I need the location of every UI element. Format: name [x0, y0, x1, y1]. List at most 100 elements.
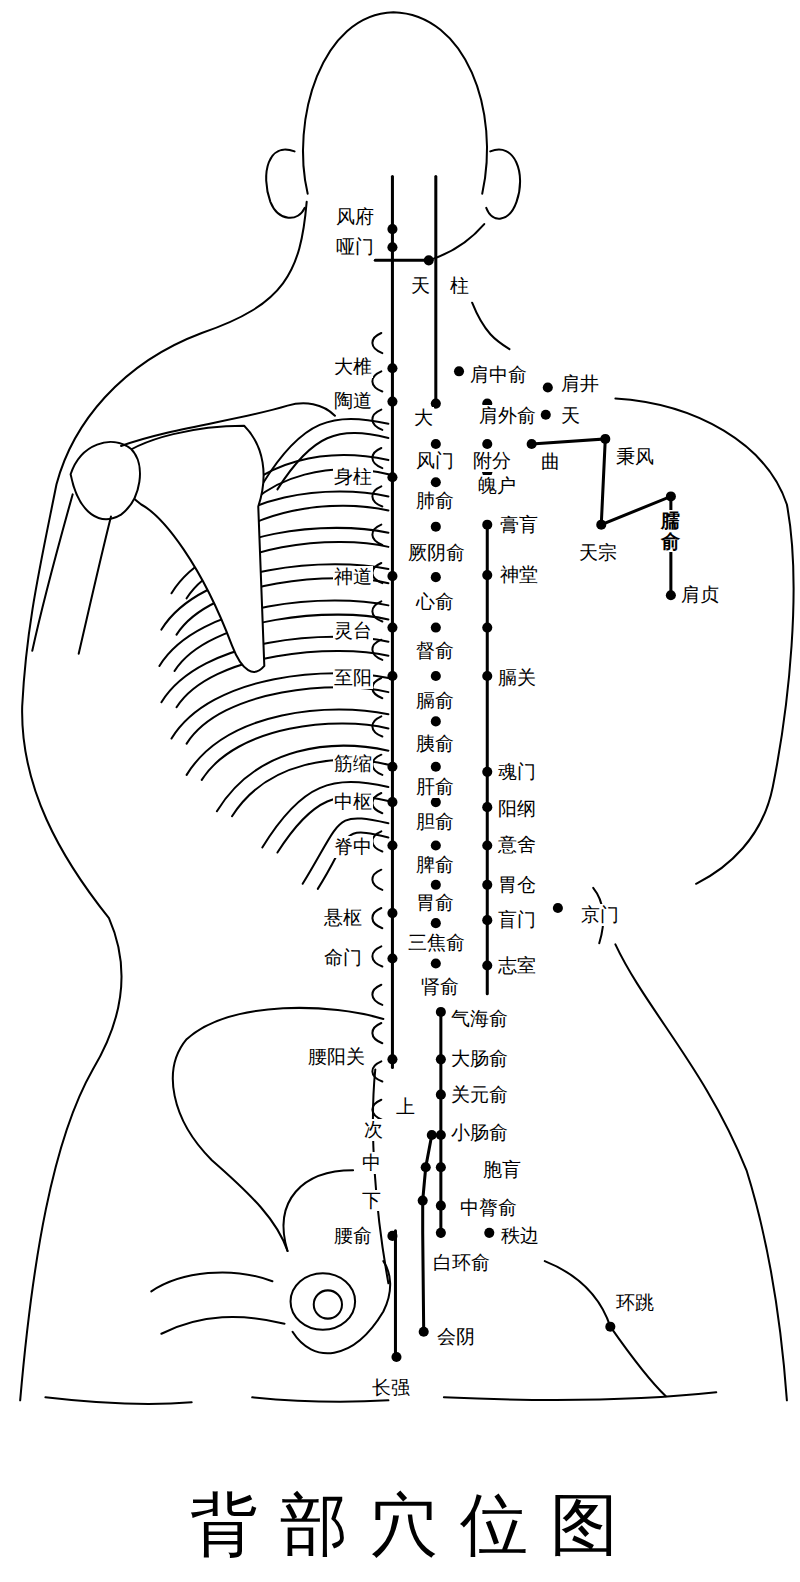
point-label: 悬枢 — [323, 907, 363, 929]
femur — [161, 1317, 284, 1334]
rib — [161, 637, 388, 707]
acupoint-dot — [436, 1162, 446, 1172]
buttock-line — [545, 1261, 666, 1396]
acupoint-dot — [387, 242, 397, 252]
vertebra-mark — [372, 1061, 382, 1081]
acupoint-dot — [436, 1130, 446, 1140]
pelvis — [173, 1008, 383, 1251]
acupoint-dot — [387, 472, 397, 482]
caption: 背部穴位图 — [190, 1488, 640, 1563]
head-outline — [303, 12, 487, 194]
acupoint-dot — [431, 623, 441, 633]
acupoint-dot — [418, 1196, 428, 1206]
acupoint-dot — [431, 918, 441, 928]
body-outline — [20, 202, 307, 1400]
point-label: 魄户 — [477, 475, 517, 497]
point-label: 臑俞 — [660, 510, 681, 552]
vertebra-mark — [372, 908, 382, 928]
point-label: 秩边 — [500, 1225, 540, 1247]
meridian-line — [394, 1231, 397, 1357]
acupoint-dot — [436, 1201, 446, 1211]
acupoint-dot — [387, 571, 397, 581]
point-label: 腰俞 — [333, 1225, 373, 1247]
acupoint-dot — [482, 840, 492, 850]
point-label: 肺俞 — [415, 490, 455, 512]
point-label: 胰俞 — [415, 733, 455, 755]
point-label: 肩中俞 — [469, 364, 528, 386]
point-label: 肝俞 — [415, 776, 455, 798]
meridian-line — [375, 259, 428, 262]
point-label: 膏肓 — [499, 514, 539, 536]
body-outline — [615, 944, 787, 1400]
point-label: 上 — [395, 1096, 416, 1118]
point-label: 曲 — [540, 451, 561, 473]
point-label: 膈关 — [497, 667, 537, 689]
meridian-line — [391, 177, 394, 1068]
point-label: 中枢 — [333, 791, 373, 813]
point-label: 肩外俞 — [478, 405, 537, 427]
acupoint-dot — [482, 767, 492, 777]
point-label: 盲门 — [497, 909, 537, 931]
acupoint-dot — [431, 840, 441, 850]
acupoints — [387, 224, 676, 1362]
vertebra-mark — [372, 1023, 382, 1043]
vertebra-mark — [372, 640, 382, 660]
acupoint-dot — [387, 840, 397, 850]
acupoint-dot — [387, 363, 397, 373]
point-label: 腰阳关 — [307, 1046, 366, 1068]
vertebra-mark — [372, 870, 382, 890]
point-label: 关元俞 — [450, 1084, 509, 1106]
femur — [151, 1272, 272, 1291]
point-label: 厥阴俞 — [407, 542, 466, 564]
acupoint-dot — [431, 671, 441, 681]
point-label: 白环俞 — [432, 1252, 491, 1274]
point-label: 意舍 — [497, 834, 537, 856]
acupoint-dot — [553, 903, 563, 913]
acupoint-dot — [387, 1231, 397, 1241]
acupoint-dot — [482, 915, 492, 925]
point-label: 脊中 — [333, 836, 373, 858]
vertebrae — [372, 333, 382, 1120]
vertebra-mark — [372, 1100, 382, 1120]
point-label: 天 — [560, 405, 581, 427]
acromion — [121, 403, 335, 446]
point-label: 肩贞 — [680, 584, 720, 606]
vertebra-mark — [372, 563, 382, 583]
acupoint-dot — [431, 797, 441, 807]
pelvis — [293, 1261, 391, 1353]
vertebra-mark — [372, 601, 382, 621]
point-label: 环跳 — [615, 1292, 655, 1314]
acupoint-dot — [436, 1054, 446, 1064]
point-label: 阳纲 — [497, 798, 537, 820]
point-label: 至阳 — [333, 667, 373, 689]
point-label: 膈俞 — [415, 690, 455, 712]
point-label: 命门 — [323, 947, 363, 969]
meridian-line — [532, 439, 671, 595]
vertebra-mark — [372, 831, 382, 851]
acupoint-dot — [436, 1228, 446, 1238]
shoulder-joint — [71, 442, 140, 519]
acupoint-dot — [482, 880, 492, 890]
point-label: 胆俞 — [415, 811, 455, 833]
acupoint-dot — [596, 520, 606, 530]
point-label: 哑门 — [335, 236, 375, 258]
point-label: 神道 — [333, 566, 373, 588]
neck-outline — [472, 303, 509, 349]
acupoint-dot — [431, 716, 441, 726]
acupoint-dot — [387, 623, 397, 633]
point-label: 胃俞 — [415, 892, 455, 914]
point-label: 三焦俞 — [407, 932, 466, 954]
acupoint-dot — [482, 439, 492, 449]
vertebra-mark — [372, 525, 382, 545]
acupoint-dot — [482, 671, 492, 681]
acetabulum — [314, 1290, 342, 1318]
acupoint-dot — [600, 434, 610, 444]
humerus — [79, 517, 111, 654]
acupoint-dot — [482, 623, 492, 633]
point-label: 风府 — [335, 206, 375, 228]
acetabulum — [291, 1273, 356, 1329]
point-label: 志室 — [497, 955, 537, 977]
point-label: 气海俞 — [450, 1008, 509, 1030]
point-label: 京门 — [580, 904, 620, 926]
